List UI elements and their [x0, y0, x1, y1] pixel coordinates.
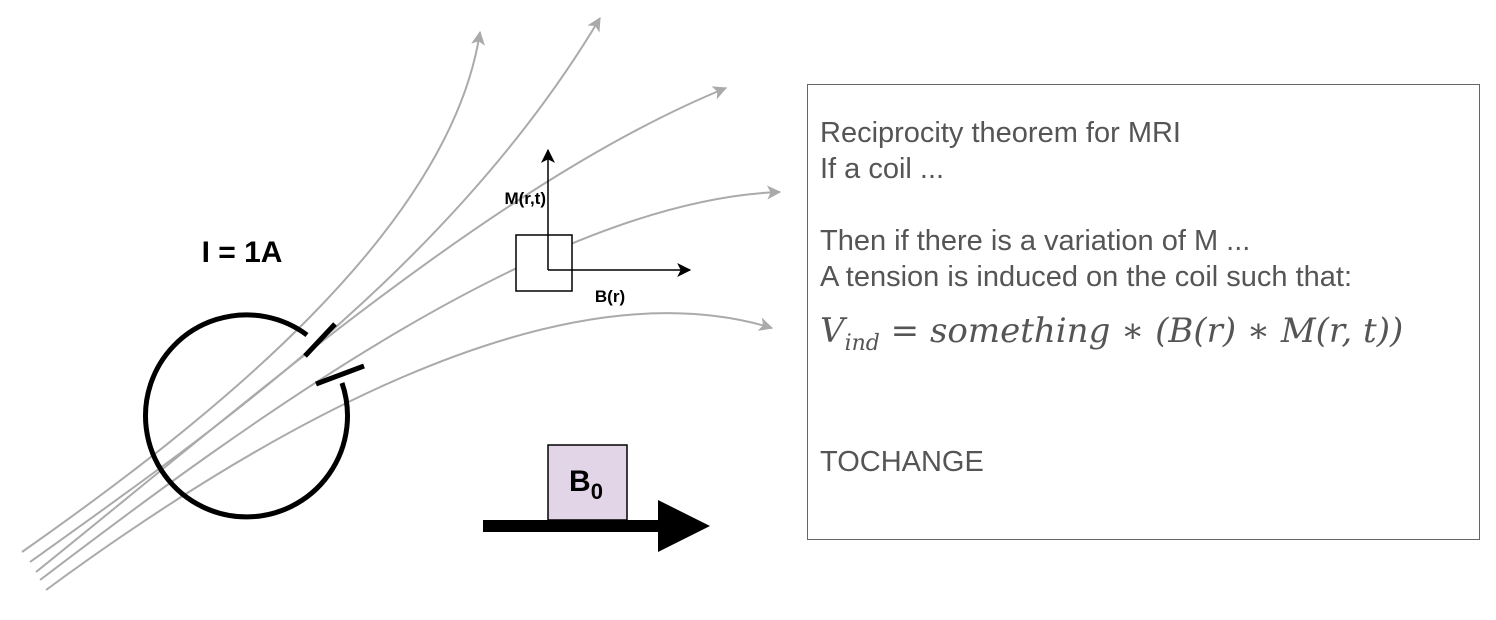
- explanation-line-tension: A tension is induced on the coil such th…: [820, 261, 1353, 293]
- b0-label-sub: 0: [591, 479, 603, 504]
- field-line-2: [29, 16, 601, 563]
- explanation-box: Reciprocity theorem for MRI If a coil ..…: [807, 84, 1480, 540]
- field-line-3: [35, 86, 728, 573]
- placeholder-note: TOCHANGE: [820, 446, 984, 478]
- voxel: M(r,t) B(r): [504, 148, 692, 306]
- b0-arrow: [483, 500, 710, 552]
- field-line-4: [39, 185, 782, 581]
- b0-label-main: B: [569, 465, 591, 498]
- explanation-title: Reciprocity theorem for MRI: [820, 117, 1181, 149]
- equation-lhs-subscript: ind: [844, 331, 880, 356]
- b0-label: B0: [569, 465, 603, 504]
- induced-voltage-equation: Vind = something ∗ (B(r) ∗ M(r, t)): [820, 309, 1479, 366]
- b0-box: [547, 444, 628, 521]
- voxel-box: [515, 234, 573, 292]
- coil-terminal-upper: [303, 322, 337, 358]
- field-lines: [21, 16, 782, 591]
- coil-field-label: B(r): [595, 287, 625, 306]
- field-line-5: [45, 312, 774, 591]
- coil-current-label: I = 1A: [202, 236, 283, 269]
- explanation-spacer: [820, 187, 1479, 223]
- coil-loop: [143, 312, 350, 520]
- explanation-line-variation: Then if there is a variation of M ...: [820, 225, 1251, 257]
- explanation-line-coil: If a coil ...: [820, 153, 945, 185]
- equation-lhs: V: [820, 311, 845, 351]
- magnetization-label: M(r,t): [504, 189, 546, 208]
- field-line-1: [21, 30, 485, 553]
- equation-rhs: = something ∗ (B(r) ∗ M(r, t)): [879, 311, 1404, 351]
- coil-terminal-lower: [315, 363, 365, 387]
- static-field: B0: [483, 444, 710, 552]
- coil: I = 1A: [143, 236, 365, 520]
